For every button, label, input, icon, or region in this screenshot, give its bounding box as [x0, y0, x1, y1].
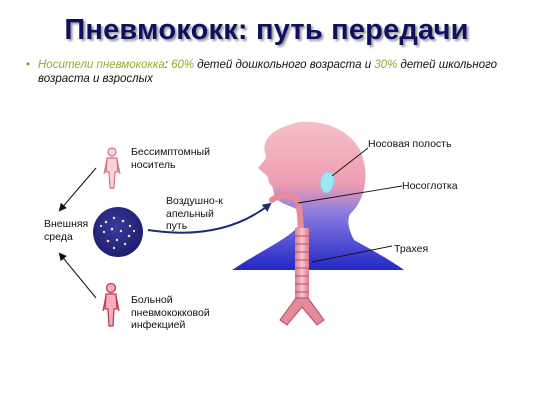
label-env-line2: среда — [44, 230, 73, 243]
bullet-school: детей школьного возраста и взрослых — [38, 59, 498, 85]
bullet-preschool: детей дошкольного возраста и — [194, 59, 375, 71]
label-trachea: Трахея — [394, 243, 429, 255]
label-carrier-line1: Бессимптомный — [131, 146, 210, 158]
bullet-colon: : — [164, 59, 172, 71]
droplet-cluster — [93, 207, 143, 257]
bullet-pct-60: 60% — [171, 59, 195, 71]
pointer-trachea — [311, 245, 393, 263]
label-sick-line1: Больной — [131, 294, 173, 306]
bullet-marker: • — [26, 59, 31, 71]
trachea-tube — [279, 228, 325, 326]
arrow-sick-to-env — [58, 252, 97, 299]
label-airborne-line2: апельный — [166, 207, 214, 220]
nasal-cavity-mark — [320, 171, 335, 194]
page-title: Пневмококк: путь передачи — [64, 14, 469, 46]
label-sick: Больной пневмококковой инфекцией — [131, 294, 210, 332]
pointer-nasal — [331, 147, 369, 177]
label-sick-line3: инфекцией — [131, 319, 186, 331]
sick-person-figure-icon — [102, 282, 120, 327]
bullet-text: • Носители пневмококка: 60% детей дошкол… — [26, 58, 508, 86]
carrier-figure-icon — [103, 147, 121, 189]
label-nasopharynx: Носоглотка — [402, 180, 458, 192]
label-nasal-cavity: Носовая полость — [368, 138, 452, 150]
head-silhouette — [232, 121, 404, 270]
label-carrier: Бессимптомный носитель — [131, 146, 210, 171]
airborne-arrow — [147, 202, 272, 234]
label-airborne: Воздушно-к апельный путь — [166, 195, 223, 233]
arrow-carrier-to-env — [58, 167, 97, 212]
label-airborne-line1: Воздушно-к — [166, 195, 223, 207]
label-environment: Внешняя среда — [44, 218, 88, 243]
label-airborne-line3: путь — [166, 220, 188, 232]
bullet-carriers: Носители пневмококка — [38, 59, 165, 71]
label-env-line1: Внешняя — [44, 218, 89, 230]
label-sick-line2: пневмококковой — [131, 306, 210, 319]
airway-passage — [269, 192, 304, 233]
bullet-pct-30: 30% — [374, 59, 398, 71]
pointer-nasopharynx — [297, 185, 403, 204]
label-carrier-line2: носитель — [131, 158, 176, 171]
